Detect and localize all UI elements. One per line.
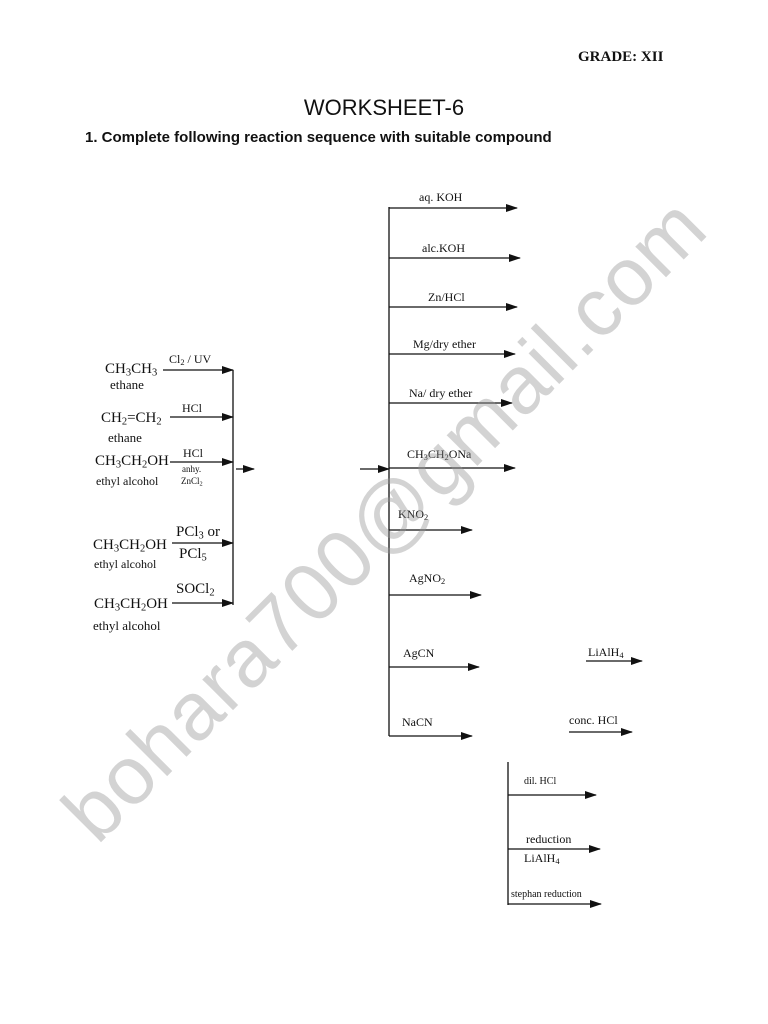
reagent-mg-ether: Mg/dry ether [413, 337, 476, 351]
reagent-na-ether: Na/ dry ether [409, 386, 473, 400]
compound-ethene: CH2=CH2 [101, 410, 162, 428]
reagent-socl2: SOCl2 [176, 581, 215, 599]
reagent-reduction: reduction [526, 832, 572, 846]
reagent-hcl: HCl [183, 446, 204, 460]
reagent-lialh4: LiAlH4 [588, 645, 624, 661]
reagent-zncl2: ZnCl2 [181, 476, 203, 488]
reagent-nacn: NaCN [402, 715, 433, 729]
compound-name: ethane [108, 430, 142, 445]
compound-name: ethyl alcohol [96, 474, 159, 488]
compound-name: ethyl alcohol [94, 557, 157, 571]
compound-ethanol: CH3CH2OH [93, 537, 167, 555]
worksheet-title: WORKSHEET-6 [303, 95, 465, 120]
compound-ethanol: CH3CH2OH [94, 596, 168, 614]
compound-name: ethane [110, 377, 144, 392]
reagent-zn-hcl: Zn/HCl [428, 290, 465, 304]
reagent-alc-koh: alc.KOH [422, 241, 465, 255]
reagent-agcn: AgCN [403, 646, 435, 660]
reagent-anhy: anhy. [182, 464, 202, 474]
reagent-ch3ch2ona: CH3CH2ONa [407, 447, 472, 463]
reagent-cl2-uv: Cl2 / UV [169, 352, 212, 368]
reagent-kno2: KNO2 [398, 507, 429, 523]
compound-ethane: CH3CH3 [105, 361, 158, 379]
reagent-lialh4: LiAlH4 [524, 851, 560, 867]
grade-label: GRADE: XII [578, 49, 664, 65]
question-1: 1. Complete following reaction sequence … [85, 129, 552, 146]
reagent-aq-koh: aq. KOH [419, 190, 463, 204]
reagent-hcl: HCl [182, 401, 203, 415]
reagent-pcl3: PCl3 or [176, 524, 221, 542]
compound-name: ethyl alcohol [93, 618, 161, 633]
compound-ethanol: CH3CH2OH [95, 453, 169, 471]
reagent-dil-hcl: dil. HCl [524, 776, 557, 787]
reagent-agno2: AgNO2 [409, 571, 446, 587]
reagent-pcl5: PCl5 [179, 546, 207, 564]
reagent-stephan: stephan reduction [511, 889, 582, 900]
reagent-conc-hcl: conc. HCl [569, 713, 618, 727]
